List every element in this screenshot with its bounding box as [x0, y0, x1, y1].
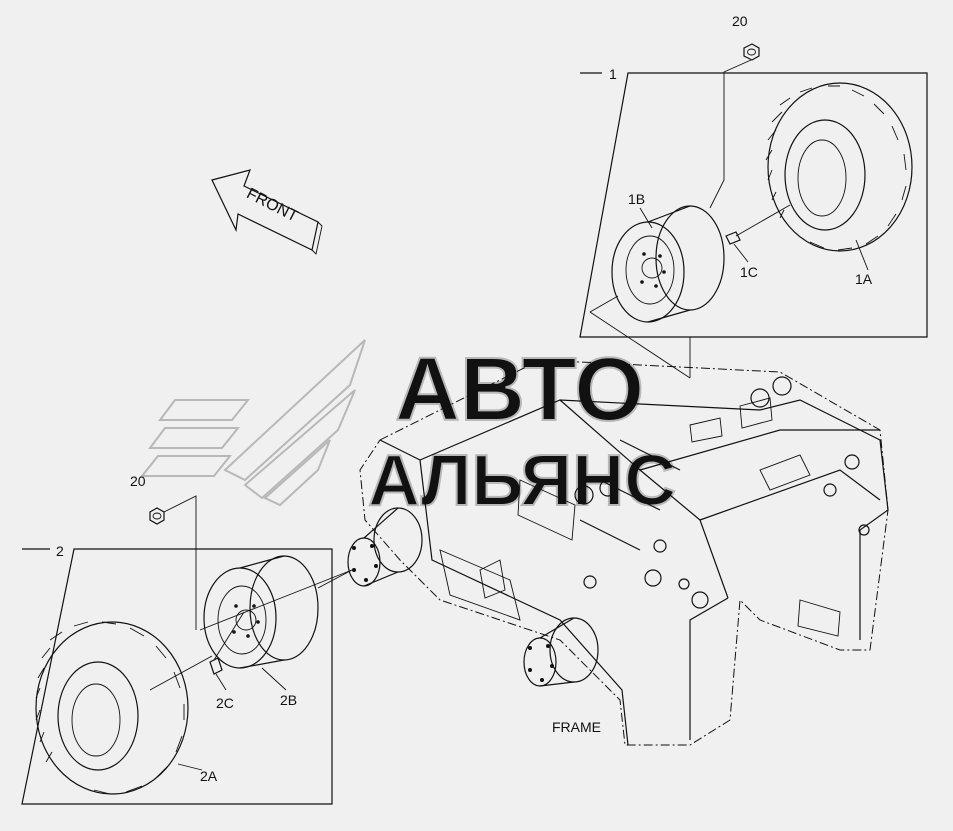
valve-1C: 1C [725, 204, 791, 280]
watermark-line1: АВТО [395, 340, 644, 440]
nut-20-top: 20 [709, 13, 760, 209]
nut-20-left: 20 [130, 473, 197, 630]
callout-1: 1 [609, 66, 617, 82]
group-1-box: 1 [579, 66, 928, 338]
callout-2B: 2B [280, 692, 297, 708]
callout-1C: 1C [740, 264, 758, 280]
callout-2: 2 [56, 543, 64, 559]
watermark-text: АВТО АЛЬЯНС [367, 339, 677, 522]
callout-1A: 1A [855, 271, 873, 287]
callout-1B: 1B [628, 191, 645, 207]
front-label: FRONT [244, 185, 301, 225]
tire-1A: 1A [765, 82, 913, 287]
frame-label: FRAME [552, 719, 601, 735]
tire-2A: 2A [35, 621, 218, 795]
callout-20-left: 20 [130, 473, 146, 489]
watermark-logo [139, 339, 366, 507]
hub-lower [523, 617, 599, 687]
callout-2A: 2A [200, 768, 218, 784]
callout-2C: 2C [216, 695, 234, 711]
callout-20-top: 20 [732, 13, 748, 29]
frame: FRAME [359, 359, 889, 746]
wheel-2B: 2B [203, 555, 353, 708]
hub-upper [347, 507, 423, 587]
wheel-1B: 1B [611, 191, 725, 323]
front-arrow: FRONT [211, 169, 323, 255]
valve-2C: 2C [209, 611, 245, 711]
group-2-box: 2 [21, 543, 333, 805]
